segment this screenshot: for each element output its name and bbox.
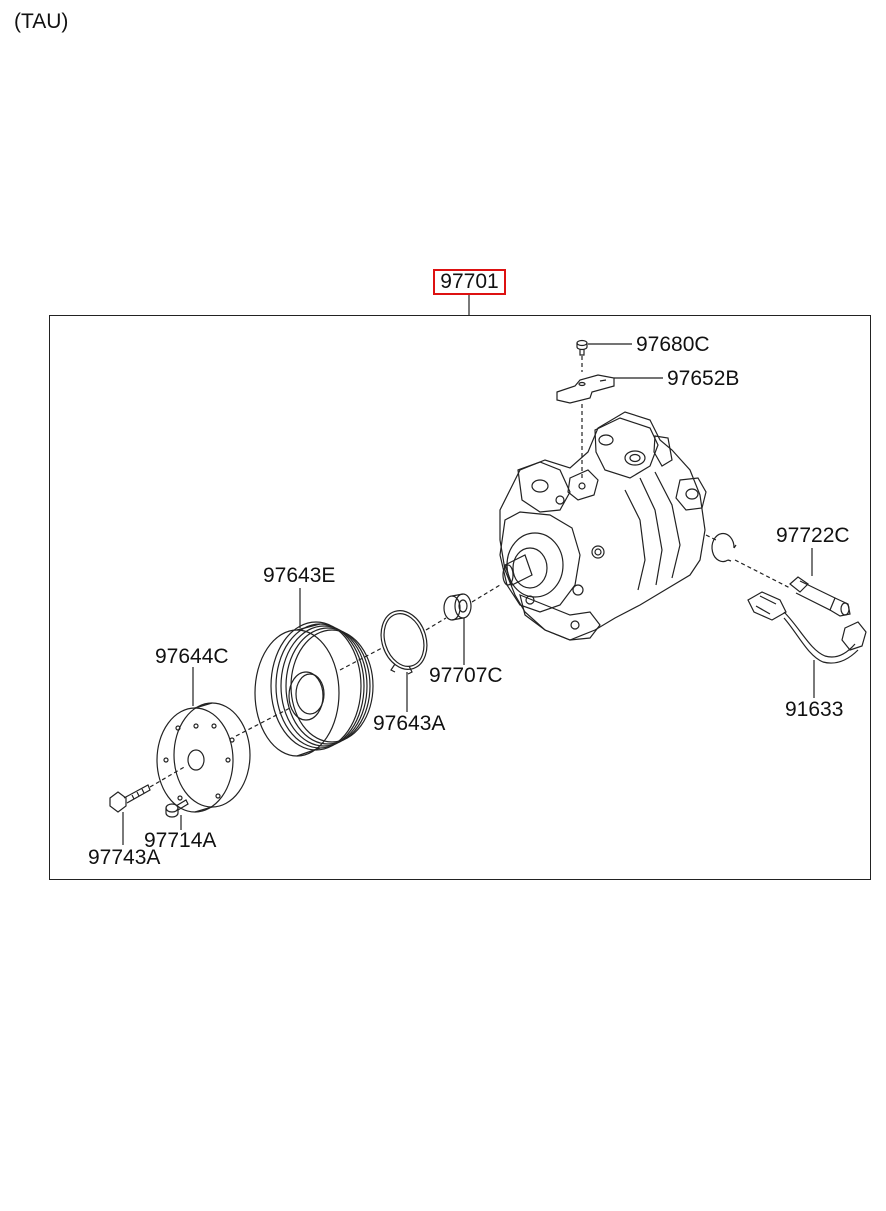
- axis-switch: [735, 560, 790, 588]
- callout-97680C[interactable]: 97680C: [636, 333, 710, 356]
- main-part-number-box[interactable]: 97701: [433, 269, 506, 295]
- variant-label: (TAU): [14, 10, 69, 33]
- callout-97743A[interactable]: 97743A: [88, 846, 161, 869]
- callout-97644C[interactable]: 97644C: [155, 645, 229, 668]
- cap-screw-icon[interactable]: [577, 341, 587, 356]
- axis-ring: [706, 535, 716, 540]
- pulley-icon[interactable]: [255, 622, 373, 756]
- callout-97652B[interactable]: 97652B: [667, 367, 740, 390]
- snap-ring-icon[interactable]: [374, 605, 434, 676]
- bolt-icon[interactable]: [110, 785, 150, 812]
- clutch-hub-icon[interactable]: [157, 703, 250, 812]
- callout-97643A[interactable]: 97643A: [373, 712, 446, 735]
- callout-91633[interactable]: 91633: [785, 698, 844, 721]
- screw-icon[interactable]: [166, 800, 188, 817]
- axis-ring-bearing: [426, 618, 446, 630]
- axis-hub: [236, 708, 290, 736]
- snap-ring-small-icon[interactable]: [712, 534, 736, 562]
- callout-97714A[interactable]: 97714A: [144, 829, 217, 852]
- callout-97643E[interactable]: 97643E: [263, 564, 336, 587]
- diagram-frame: [49, 315, 871, 880]
- callout-97722C[interactable]: 97722C: [776, 524, 850, 547]
- bracket-icon[interactable]: [557, 375, 614, 403]
- pressure-switch-icon[interactable]: [790, 577, 850, 616]
- axis-pulley: [340, 648, 382, 670]
- wire-harness-icon[interactable]: [748, 592, 866, 663]
- axis-bearing: [472, 585, 500, 602]
- compressor-body-icon[interactable]: [500, 412, 706, 640]
- callout-97707C[interactable]: 97707C: [429, 664, 503, 687]
- bearing-icon[interactable]: [444, 594, 471, 620]
